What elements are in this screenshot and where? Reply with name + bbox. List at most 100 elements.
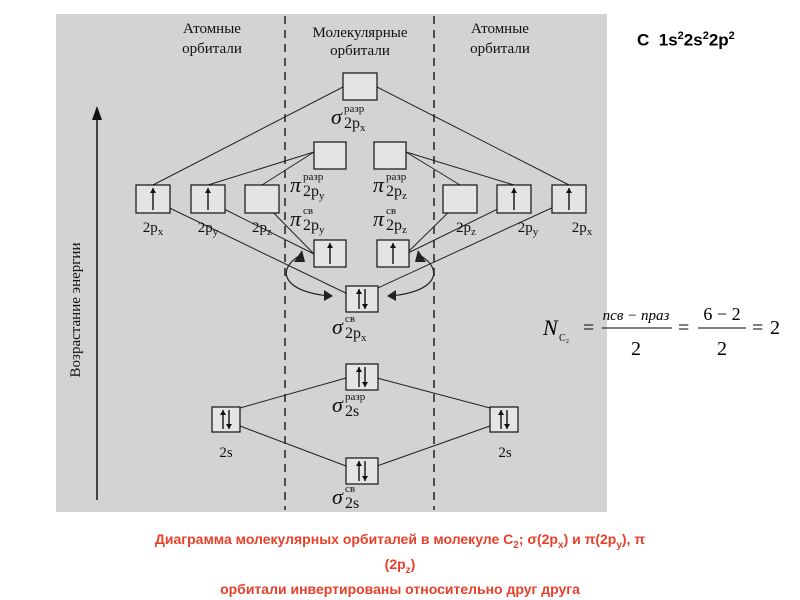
svg-text:2s: 2s [345, 403, 359, 420]
header-right-atomic-2: орбитали [470, 41, 530, 57]
right-ao-box-2pz [442, 184, 478, 214]
right-ao-label-2py: 2py [518, 220, 539, 238]
header-left-atomic-1: Атомные [183, 21, 241, 37]
svg-text:св: св [345, 313, 355, 325]
left-ao-box-2px [135, 184, 171, 214]
svg-text:2py: 2py [303, 217, 325, 236]
electron-up-arrow [205, 188, 211, 210]
svg-text:σ: σ [331, 104, 343, 129]
mo-box-7 [345, 457, 379, 485]
svg-text:св: св [303, 205, 313, 217]
svg-text:2py: 2py [303, 183, 325, 202]
svg-text:разр: разр [386, 171, 407, 183]
svg-text:σ: σ [332, 314, 344, 339]
formula-lhs-sub: C₂ [559, 333, 569, 344]
inversion-arrowhead-right-bottom [387, 290, 396, 301]
config-element: C [637, 30, 650, 50]
left-ao-label-2py: 2py [198, 220, 219, 238]
formula-numerator-2: 6 − 2 [703, 304, 740, 324]
electron-up-arrow [220, 410, 226, 429]
electron-down-arrow [362, 367, 368, 387]
config-1s: 1s [658, 30, 678, 50]
right-ao-label-2pz: 2pz [456, 220, 476, 238]
svg-text:2px: 2px [344, 115, 366, 134]
inversion-arrowhead-right-top [415, 250, 426, 262]
right-ao-box-2py [496, 184, 532, 214]
mo-box-0 [342, 72, 378, 101]
svg-text:2px: 2px [345, 325, 367, 344]
left-ao-label-2pz: 2pz [252, 220, 272, 238]
caption-line-1: Диаграмма молекулярных орбиталей в молек… [154, 531, 646, 551]
orbital-boxes [135, 72, 587, 485]
energy-axis-label: Возрастание энергии [68, 243, 84, 378]
electron-down-arrow [226, 410, 232, 429]
right-ao-box-2s [489, 406, 519, 433]
figure-caption: Диаграмма молекулярных орбиталей в молек… [40, 530, 760, 599]
svg-text:разр: разр [345, 391, 366, 403]
formula-numerator: nсв − nраз [603, 308, 670, 324]
header-molecular-2: орбитали [330, 43, 390, 59]
electron-up-arrow [327, 243, 333, 264]
mo-box-3 [313, 239, 347, 268]
svg-text:2pz: 2pz [386, 217, 407, 236]
left-ao-label-2px: 2px [143, 220, 164, 238]
svg-text:2pz: 2pz [386, 183, 407, 202]
caption-line-2: (2pz) [384, 555, 416, 576]
config-1s-count: 2 [677, 30, 684, 42]
svg-text:2s: 2s [345, 495, 359, 512]
header-left-atomic-2: орбитали [182, 41, 242, 57]
svg-text:св: св [386, 205, 396, 217]
config-2p: 2p [708, 30, 729, 50]
formula-eq-1: = [583, 317, 594, 339]
svg-text:σ: σ [332, 392, 344, 417]
electron-configuration: C 1s22s22p2 [637, 30, 735, 51]
bond-order-formula: N C₂ = nсв − nраз 2 = 6 − 2 2 = 2 [542, 304, 780, 360]
mo-box-5 [345, 285, 379, 313]
svg-text:разр: разр [344, 103, 365, 115]
caption-line-3: орбитали инвертированы относительно друг… [220, 580, 580, 597]
svg-text:π: π [373, 206, 385, 231]
formula-result: 2 [770, 317, 780, 339]
svg-text:π: π [290, 172, 302, 197]
svg-text:σ: σ [332, 484, 344, 509]
right-ao-box-2px [551, 184, 587, 214]
right-ao-label-2s: 2s [498, 445, 512, 461]
electron-down-arrow [362, 461, 368, 481]
svg-text:разр: разр [303, 171, 324, 183]
header-right-atomic-1: Атомные [471, 21, 529, 37]
formula-denominator-1: 2 [631, 338, 641, 360]
svg-text:π: π [373, 172, 385, 197]
formula-eq-2: = [678, 317, 689, 339]
electron-up-arrow [566, 188, 572, 210]
inversion-arrowhead-left-top [294, 250, 305, 262]
mo-box-1 [313, 141, 347, 170]
electron-down-arrow [504, 410, 510, 429]
left-ao-box-2py [190, 184, 226, 214]
svg-text:св: св [345, 483, 355, 495]
formula-lhs: N [542, 315, 559, 340]
svg-text:π: π [290, 206, 302, 231]
left-ao-box-2pz [244, 184, 280, 214]
header-molecular-1: Молекулярные [313, 25, 408, 41]
electron-up-arrow [356, 289, 362, 309]
formula-denominator-2: 2 [717, 338, 727, 360]
electron-up-arrow [356, 461, 362, 481]
energy-axis-arrowhead [92, 106, 102, 120]
inversion-arrows [285, 255, 435, 297]
electron-up-arrow [511, 188, 517, 210]
config-2p-count: 2 [728, 30, 735, 42]
formula-eq-3: = [752, 317, 763, 339]
electron-up-arrow [498, 410, 504, 429]
mo-box-2 [373, 141, 407, 170]
config-2s: 2s [683, 30, 703, 50]
